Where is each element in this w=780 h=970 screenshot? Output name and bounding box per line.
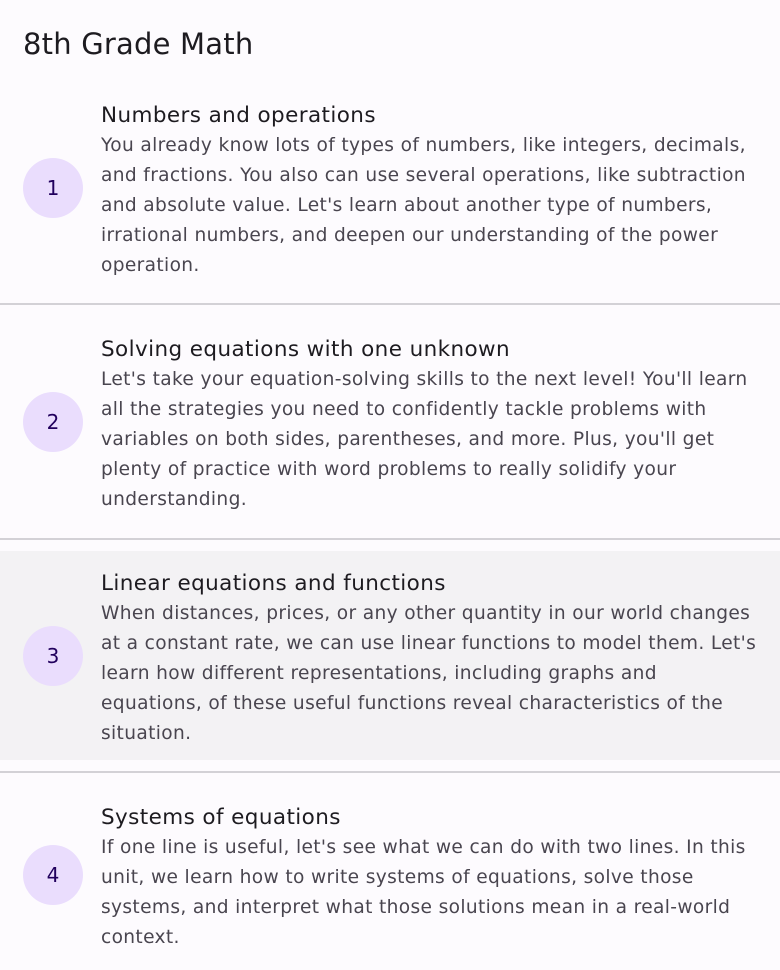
unit-number-badge: 2: [23, 392, 83, 452]
unit-item-numbers-and-operations[interactable]: 1 Numbers and operations You already kno…: [0, 86, 780, 304]
unit-description: You already know lots of types of number…: [101, 135, 746, 276]
page-title: 8th Grade Math: [23, 27, 254, 61]
unit-description: If one line is useful, let's see what we…: [101, 837, 746, 948]
unit-description: Let's take your equation-solving skills …: [101, 369, 748, 510]
unit-title: Systems of equations: [101, 805, 341, 830]
unit-item-systems-of-equations[interactable]: 4 Systems of equations If one line is us…: [0, 789, 780, 970]
divider: [0, 303, 780, 305]
unit-item-solving-equations[interactable]: 2 Solving equations with one unknown Let…: [0, 320, 780, 538]
unit-description: When distances, prices, or any other qua…: [101, 603, 757, 744]
unit-title: Linear equations and functions: [101, 571, 446, 596]
divider: [0, 771, 780, 773]
unit-number-badge: 1: [23, 158, 83, 218]
unit-item-linear-equations[interactable]: 3 Linear equations and functions When di…: [0, 551, 780, 760]
unit-title: Numbers and operations: [101, 103, 376, 128]
unit-number-badge: 4: [23, 845, 83, 905]
unit-number-badge: 3: [23, 626, 83, 686]
unit-title: Solving equations with one unknown: [101, 337, 511, 362]
divider: [0, 538, 780, 540]
